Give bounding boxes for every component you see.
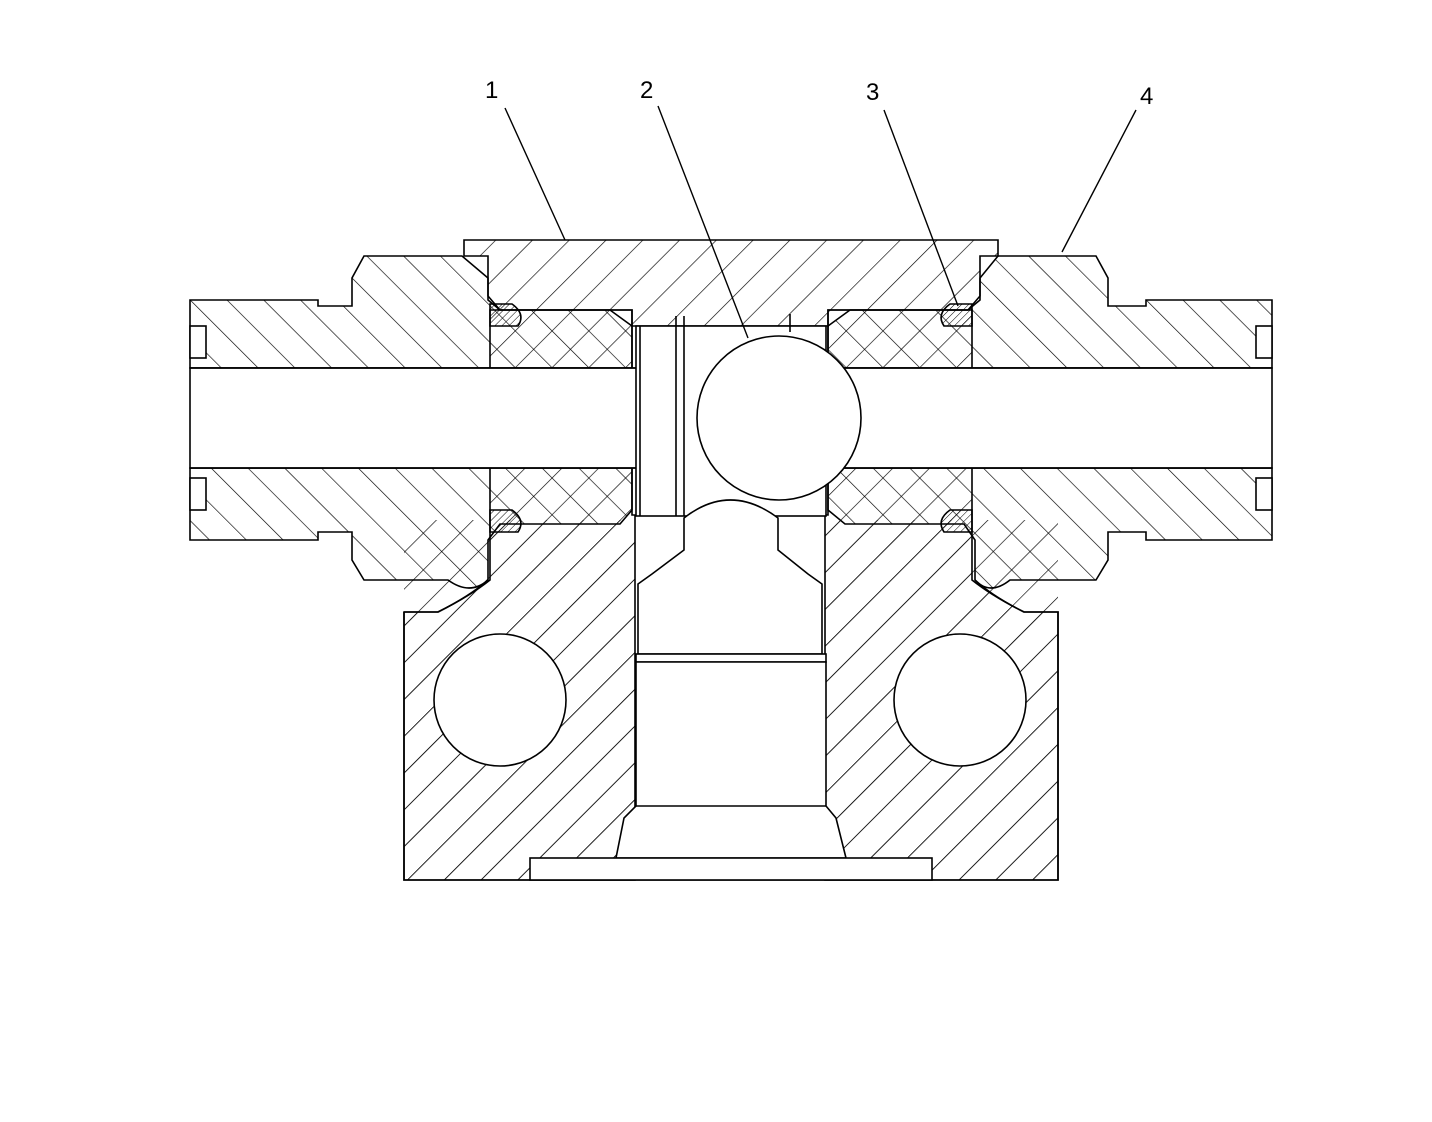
seal-bottom-right xyxy=(940,509,973,533)
left-fitting-lower xyxy=(189,467,633,589)
label-3: 3 xyxy=(866,79,879,106)
left-end-groove-bottom xyxy=(189,477,207,511)
leader-4 xyxy=(1061,109,1137,253)
left-fitting xyxy=(189,255,633,369)
left-end-groove-top xyxy=(189,325,207,359)
valve-ball xyxy=(696,335,862,501)
label-1: 1 xyxy=(485,77,498,104)
plunger-body xyxy=(615,661,848,859)
label-2: 2 xyxy=(640,77,653,104)
seal-bottom-left xyxy=(489,509,522,533)
right-end-groove-bottom xyxy=(1255,477,1273,511)
left-port xyxy=(433,633,567,767)
right-port xyxy=(893,633,1027,767)
bottom-plate xyxy=(529,857,933,881)
label-4: 4 xyxy=(1140,83,1153,110)
right-end-groove-top xyxy=(1255,325,1273,359)
leader-1 xyxy=(504,107,566,241)
right-fitting-lower xyxy=(827,467,1273,589)
leader-2 xyxy=(657,105,749,339)
seal-top-right xyxy=(940,303,973,327)
plunger-collar xyxy=(635,653,827,663)
seal-top-left xyxy=(489,303,522,327)
plunger xyxy=(637,499,823,655)
leader-3 xyxy=(883,109,959,307)
